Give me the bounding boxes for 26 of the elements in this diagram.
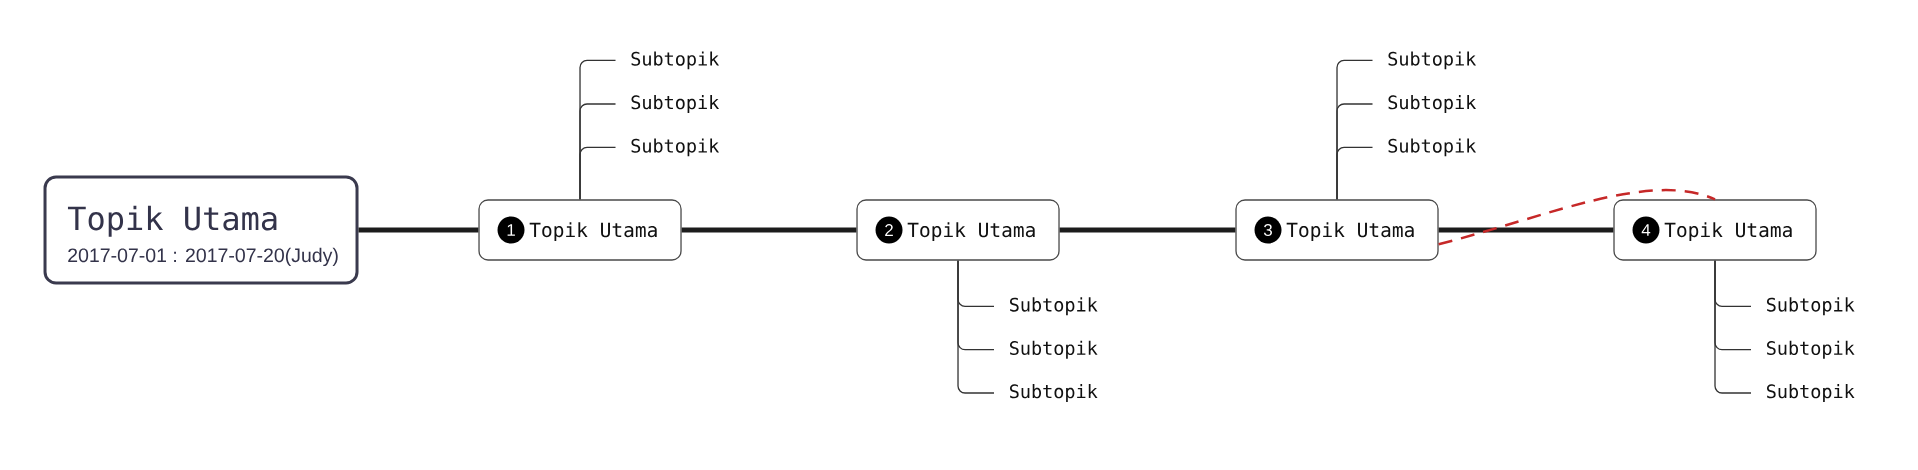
subtopic-label: Subtopik: [631, 138, 720, 157]
number-badge: 4: [1632, 216, 1660, 244]
subtopic-label: Subtopik: [1766, 384, 1855, 402]
connector-line: [358, 227, 479, 233]
branch-line: [957, 260, 995, 394]
branch-line: [1714, 260, 1752, 394]
subtopic-label: Subtopik: [1009, 384, 1098, 402]
connector-line: [1059, 227, 1236, 233]
subtopic-label: Subtopik: [631, 51, 720, 70]
connector-line: [681, 227, 857, 233]
subtopic-label: Subtopik: [1766, 297, 1855, 316]
number-badge: 1: [497, 216, 525, 244]
branch-line: [1336, 146, 1374, 200]
subtopic-label: Subtopik: [1388, 138, 1477, 157]
title-box: Topik Utama 2017-07-01 : 2017-07-20(Judy): [43, 175, 359, 285]
number-badge: 3: [1254, 216, 1282, 244]
branch-line: [579, 146, 617, 200]
subtopic-label: Subtopik: [1009, 340, 1098, 359]
subtopic-label: Subtopik: [1766, 340, 1855, 359]
connector-line: [1438, 227, 1614, 233]
subtopic-label: Subtopik: [1388, 95, 1477, 113]
number-badge: 2: [875, 216, 903, 244]
relation-line: [1438, 189, 1716, 246]
subtopic-label: Subtopik: [1009, 297, 1098, 316]
subtopic-label: Subtopik: [1388, 51, 1477, 70]
subtopic-label: Subtopik: [631, 95, 720, 113]
